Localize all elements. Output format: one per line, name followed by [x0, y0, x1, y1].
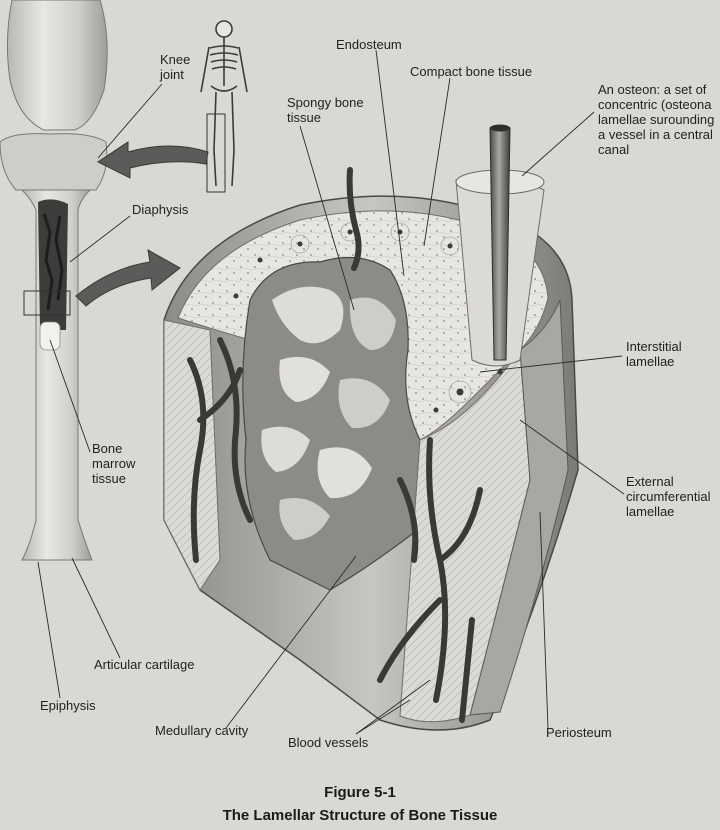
label-spongy-bone: Spongy bone tissue [287, 95, 364, 125]
label-diaphysis: Diaphysis [132, 202, 189, 217]
label-knee-joint: Knee joint [160, 52, 191, 82]
label-epiphysis: Epiphysis [40, 698, 96, 713]
label-compact-bone: Compact bone tissue [410, 64, 533, 79]
figure-number: Figure 5-1 [324, 784, 396, 801]
label-articular-cartilage: Articular cartilage [94, 657, 195, 672]
label-periosteum: Periosteum [546, 725, 612, 740]
bone-cross-section [163, 124, 579, 731]
long-bone [0, 0, 108, 561]
detail-arrow-icon [75, 249, 181, 307]
label-osteon: An osteon: a set of concentric (osteona … [598, 82, 715, 157]
label-medullary-cavity: Medullary cavity [155, 723, 249, 738]
label-blood-vessels: Blood vessels [288, 735, 369, 750]
leader-lines [37, 49, 625, 735]
diaphysis-highlight-box [23, 290, 71, 316]
label-endosteum: Endosteum [336, 37, 402, 52]
figure-title: The Lamellar Structure of Bone Tissue [222, 807, 498, 824]
knee-arrow-icon [97, 141, 209, 179]
label-bone-marrow: Bone marrow tissue [92, 441, 136, 486]
label-external-circumferential: External circumferential lamellae [626, 474, 711, 519]
skeleton-icon [200, 20, 248, 187]
label-interstitial: Interstitial lamellae [626, 339, 682, 369]
